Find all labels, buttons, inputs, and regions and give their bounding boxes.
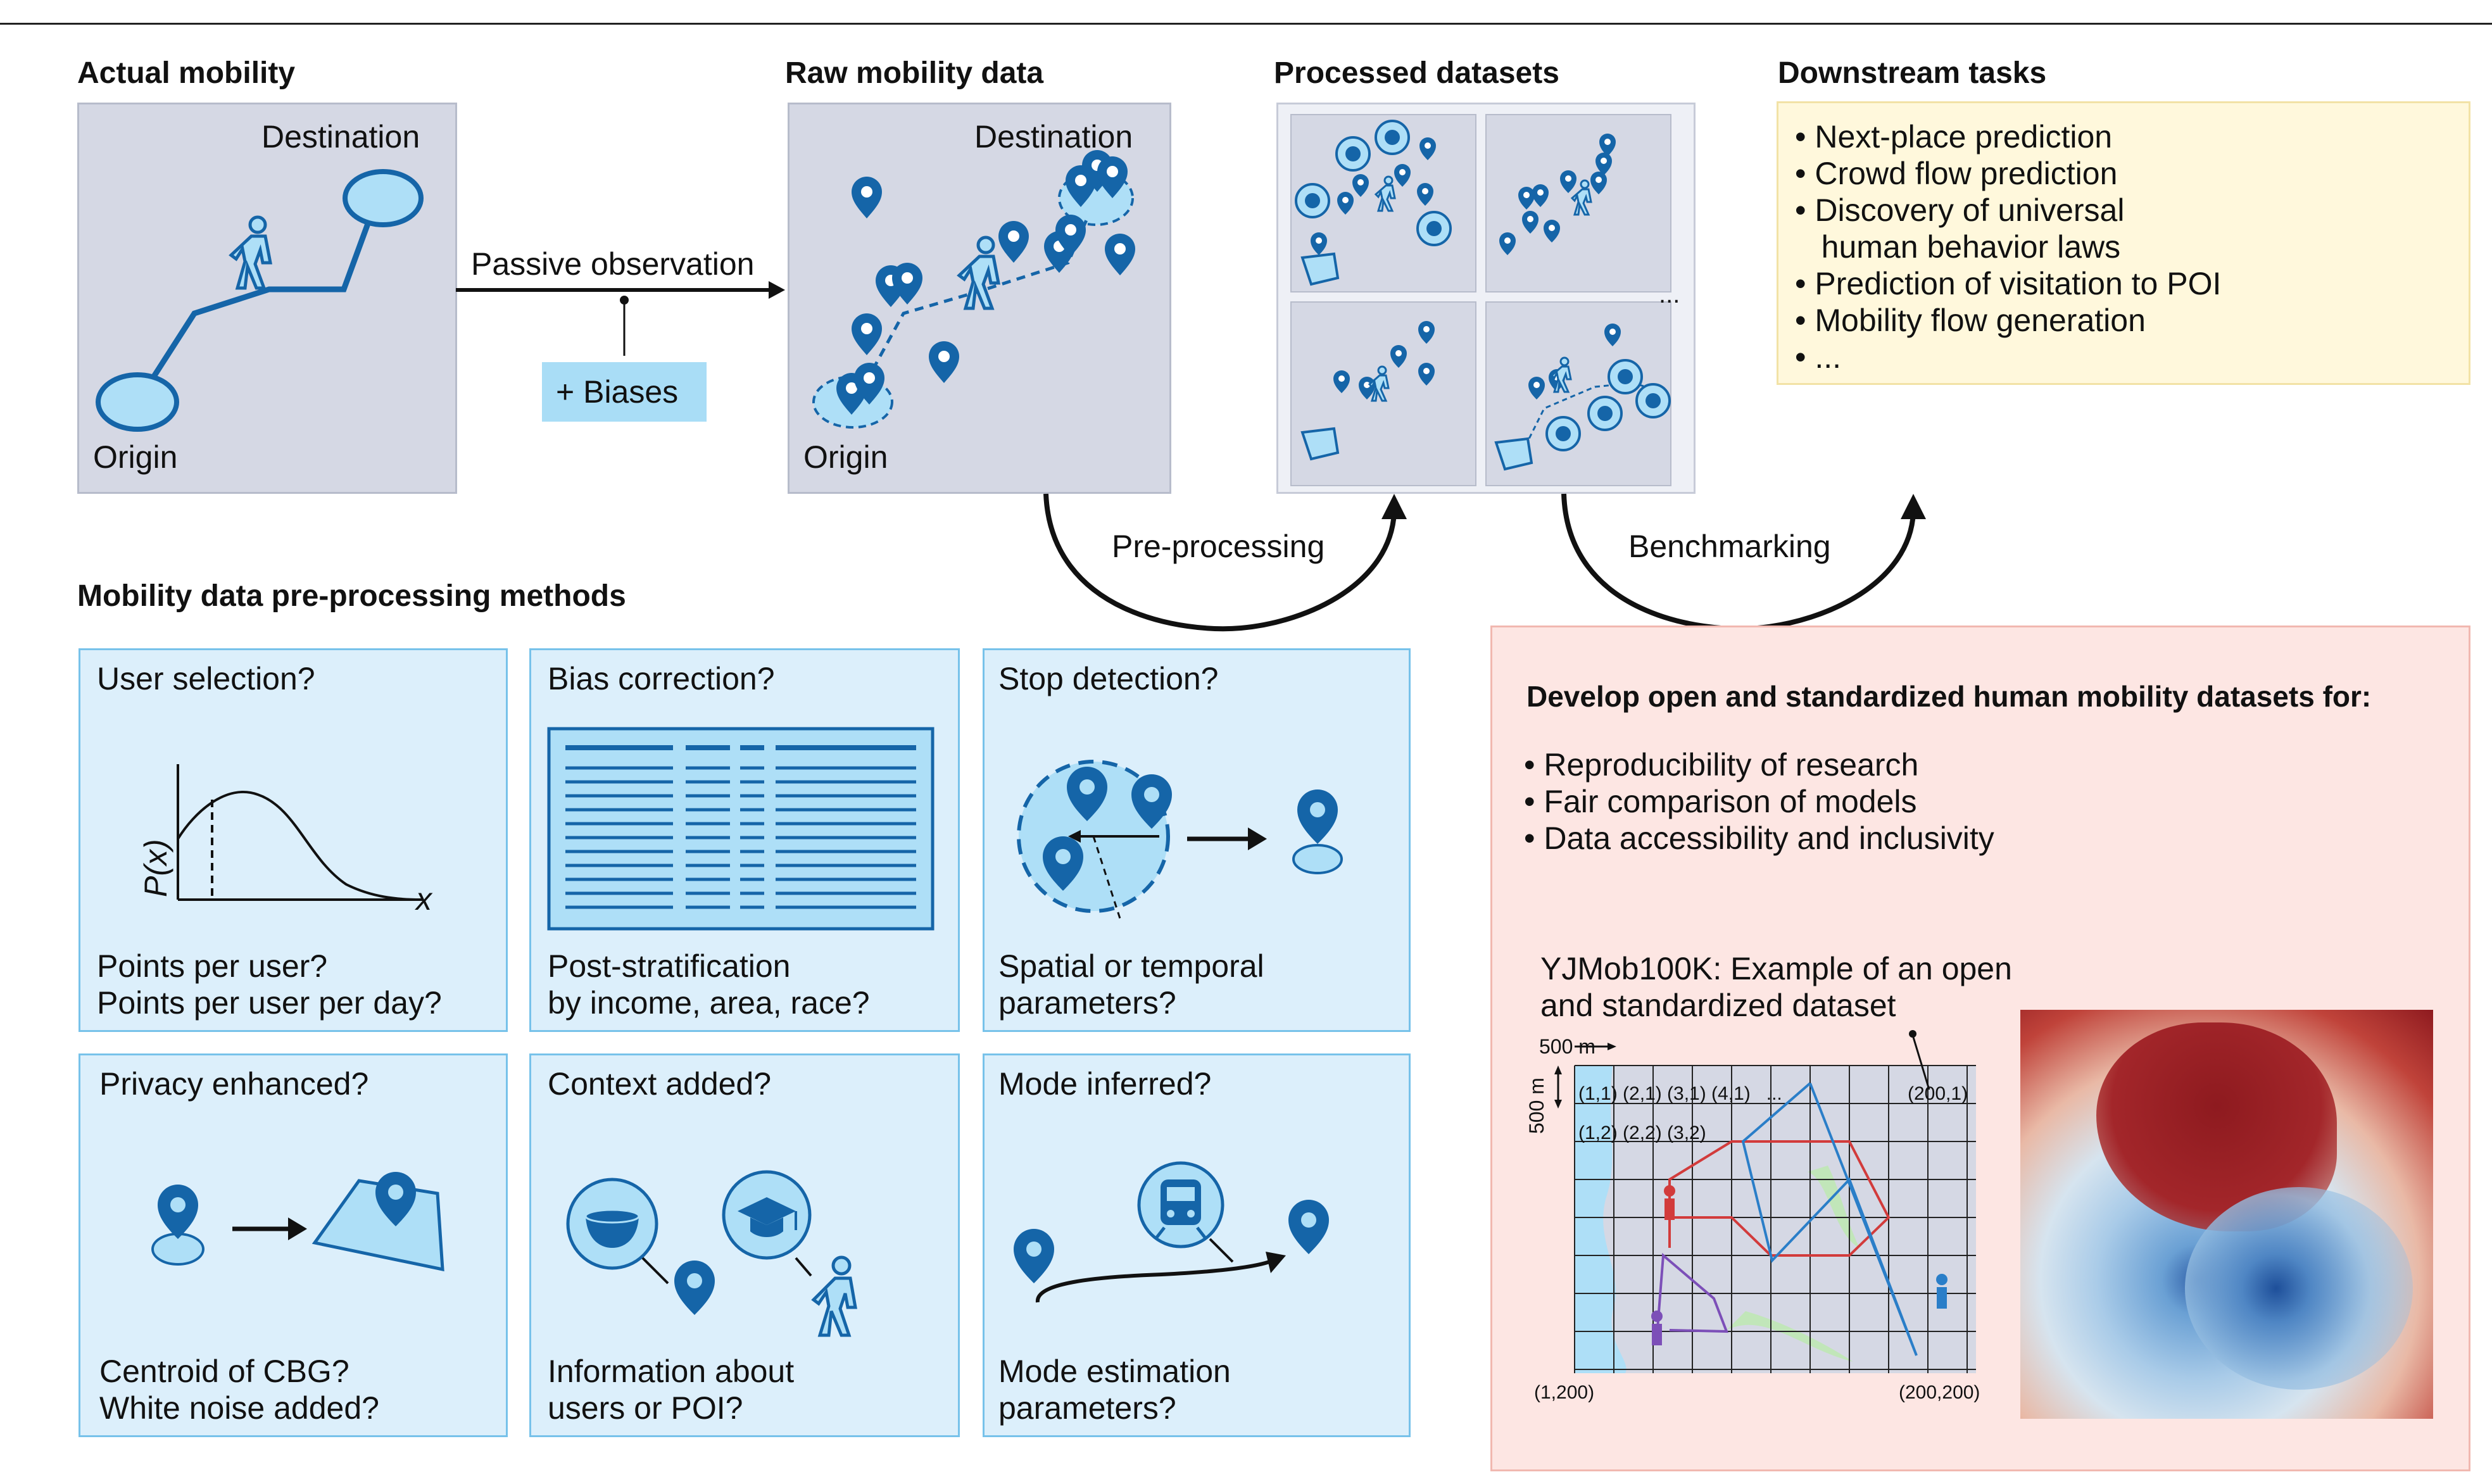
- table-icon: [547, 727, 935, 931]
- context-title: Context added?: [548, 1066, 772, 1102]
- scale-h-label: 500 m: [1539, 1035, 1595, 1058]
- raw-pins: [812, 150, 1135, 429]
- mode-line2: parameters?: [998, 1390, 1176, 1426]
- scale-v-label: 500 m: [1525, 1078, 1548, 1134]
- privacy-line2: White noise added?: [99, 1390, 379, 1426]
- processed-title: Processed datasets: [1274, 56, 1559, 90]
- grid-corner-1-200: (1,200): [1534, 1382, 1595, 1403]
- privacy-box: Privacy enhanced? Centroid of CBG? White…: [79, 1053, 508, 1437]
- destination-label: Destination: [261, 119, 420, 154]
- mode-line1: Mode estimation: [998, 1354, 1231, 1389]
- processed-ellipsis: ...: [1659, 280, 1680, 308]
- top-rule: [0, 23, 2492, 25]
- bias-line2: by income, area, race?: [548, 985, 870, 1021]
- bias-correction-title: Bias correction?: [548, 661, 775, 696]
- stop-detection-icon: [1017, 760, 1343, 923]
- plot-xlabel: x: [416, 881, 432, 917]
- preprocessing-label: Pre-processing: [1112, 529, 1325, 564]
- privacy-icon: [151, 1172, 444, 1272]
- user-selection-line2: Points per user per day?: [97, 985, 442, 1021]
- methods-title: Mobility data pre-processing methods: [77, 579, 626, 613]
- biases-box: + Biases: [542, 362, 707, 422]
- downstream-title: Downstream tasks: [1778, 56, 2047, 90]
- grid-map: [1554, 1030, 1976, 1373]
- user-selection-box: User selection? P(x) x Points per user? …: [79, 648, 508, 1032]
- context-icon: [566, 1170, 857, 1337]
- task-item: • Crowd flow prediction: [1795, 156, 2118, 191]
- example-line2: and standardized dataset: [1540, 988, 1896, 1023]
- mode-title: Mode inferred?: [998, 1066, 1212, 1102]
- distribution-plot: [177, 764, 422, 901]
- develop-bullet: • Reproducibility of research: [1524, 747, 1919, 783]
- plot-ylabel: P(x): [138, 839, 173, 897]
- stop-line2: parameters?: [998, 985, 1176, 1021]
- raw-data-title: Raw mobility data: [785, 56, 1044, 90]
- raw-data-panel: Destination Origin: [788, 103, 1171, 494]
- preprocessing-arrow: [1043, 493, 1407, 632]
- biases-label: + Biases: [556, 374, 679, 410]
- actual-mobility-title: Actual mobility: [77, 56, 296, 90]
- passive-observation-label: Passive observation: [471, 246, 755, 282]
- mode-icon: [1014, 1161, 1329, 1303]
- raw-destination-label: Destination: [974, 119, 1133, 154]
- context-line1: Information about: [548, 1354, 795, 1389]
- develop-bullet: • Data accessibility and inclusivity: [1524, 821, 1994, 856]
- example-line1: YJMob100K: Example of an open: [1540, 951, 2012, 986]
- origin-label: Origin: [93, 439, 178, 475]
- task-item: • Prediction of visitation to POI: [1795, 266, 2222, 301]
- grid-corner-200-200: (200,200): [1899, 1382, 1980, 1403]
- processed-grid: [1290, 114, 1671, 486]
- benchmarking-label: Benchmarking: [1628, 529, 1831, 564]
- task-item: human behavior laws: [1795, 229, 2121, 265]
- context-box: Context added? Information about users o…: [529, 1053, 960, 1437]
- context-line2: users or POI?: [548, 1390, 743, 1426]
- downstream-tasks-box: • Next-place prediction • Crowd flow pre…: [1777, 101, 2470, 385]
- grid-row2-label: (1,2) (2,2) (3,2): [1578, 1122, 1706, 1143]
- task-item: • Discovery of universal: [1795, 192, 2125, 228]
- task-item: • Mobility flow generation: [1795, 303, 2146, 338]
- bias-line1: Post-stratification: [548, 948, 791, 984]
- develop-panel: Develop open and standardized human mobi…: [1490, 626, 2470, 1471]
- passive-arrow: [456, 281, 785, 356]
- actual-route: [96, 169, 424, 432]
- develop-bullet: • Fair comparison of models: [1524, 784, 1917, 819]
- actual-mobility-panel: Destination Origin: [77, 103, 457, 494]
- grid-corner-200-1: (200,1): [1908, 1083, 1968, 1104]
- processed-panel: [1276, 103, 1696, 494]
- mode-box: Mode inferred? Mode estimation parameter…: [983, 1053, 1411, 1437]
- stop-line1: Spatial or temporal: [998, 948, 1264, 984]
- bias-correction-box: Bias correction? Post-stratification by …: [529, 648, 960, 1032]
- user-selection-line1: Points per user?: [97, 948, 328, 984]
- stop-detection-title: Stop detection?: [998, 661, 1219, 696]
- develop-title: Develop open and standardized human mobi…: [1526, 680, 2372, 713]
- privacy-title: Privacy enhanced?: [99, 1066, 369, 1102]
- raw-origin-label: Origin: [803, 439, 888, 475]
- privacy-line1: Centroid of CBG?: [99, 1354, 349, 1389]
- task-item: • ...: [1795, 339, 1842, 375]
- heatmap-blue-region: [2185, 1187, 2413, 1390]
- user-selection-title: User selection?: [97, 661, 315, 696]
- stop-detection-box: Stop detection? Spatial or temporal para…: [983, 648, 1411, 1032]
- grid-row1-label: (1,1) (2,1) (3,1) (4,1) ...: [1578, 1083, 1782, 1104]
- task-item: • Next-place prediction: [1795, 119, 2113, 154]
- density-heatmap: [2020, 1010, 2433, 1419]
